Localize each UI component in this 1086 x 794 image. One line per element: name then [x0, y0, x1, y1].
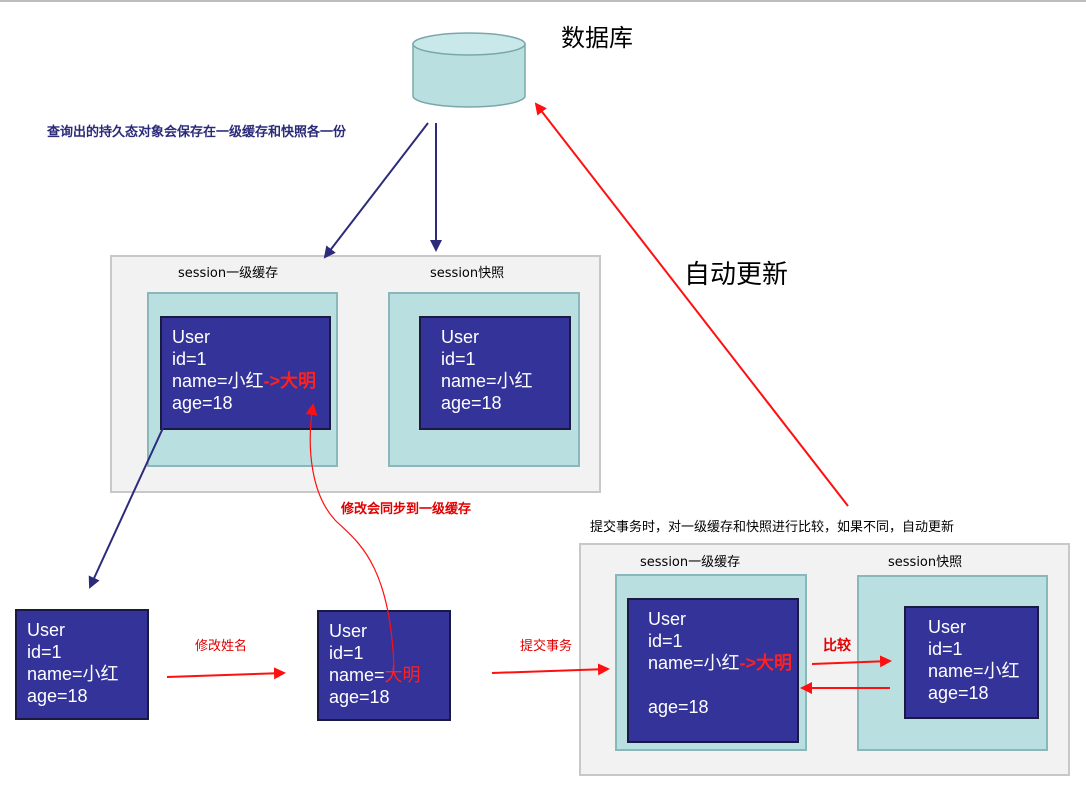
top-border-line	[0, 0, 1086, 2]
top-snapshot-label: session快照	[430, 266, 505, 281]
user-age: age=18	[172, 393, 233, 413]
flow-user-1-card: User id=1 name=小红 age=18	[15, 609, 149, 720]
rename-label: 修改姓名	[195, 639, 248, 654]
user-title: User	[329, 621, 368, 641]
user-age: age=18	[928, 683, 989, 703]
user-age: age=18	[648, 697, 709, 717]
user-id: id=1	[329, 643, 364, 663]
sync-curve-arrow	[305, 403, 395, 669]
query-arrow-to-cache	[323, 122, 429, 259]
bottom-cache-label: session一级缓存	[640, 555, 741, 570]
user-name: name=小红	[27, 664, 119, 684]
user-age: age=18	[441, 393, 502, 413]
rename-arrow	[166, 667, 286, 680]
top-snapshot-user-card: User id=1 name=小红 age=18	[419, 316, 571, 430]
user-name: name=小红	[928, 661, 1020, 681]
user-name: name=小红->大明	[172, 371, 317, 391]
user-name: name=小红->大明	[648, 653, 793, 673]
user-id: id=1	[441, 349, 476, 369]
user-title: User	[172, 327, 211, 347]
cache-to-flow-arrow	[88, 427, 164, 589]
name-change: ->大明	[263, 371, 317, 391]
bottom-snapshot-user-card: User id=1 name=小红 age=18	[904, 606, 1039, 719]
user-title: User	[27, 620, 66, 640]
commit-arrow	[491, 663, 610, 676]
name-change: ->大明	[739, 653, 793, 673]
compare-arrow-right	[811, 655, 892, 668]
top-cache-label: session一级缓存	[178, 266, 279, 281]
top-cache-user-card: User id=1 name=小红->大明 age=18	[160, 316, 331, 430]
bottom-cache-user-card: User id=1 name=小红->大明 age=18	[627, 598, 799, 743]
user-title: User	[928, 617, 967, 637]
query-note: 查询出的持久态对象会保存在一级缓存和快照各一份	[47, 125, 347, 140]
user-id: id=1	[27, 642, 62, 662]
commit-label: 提交事务	[520, 639, 573, 654]
database-label: 数据库	[561, 24, 633, 52]
user-name: name=小红	[441, 371, 533, 391]
user-id: id=1	[648, 631, 683, 651]
database-cylinder	[412, 32, 526, 108]
user-id: id=1	[172, 349, 207, 369]
flow-user-2-card: User id=1 name=大明 age=18	[317, 610, 451, 721]
user-age: age=18	[329, 687, 390, 707]
user-name: name=大明	[329, 665, 421, 685]
user-title: User	[648, 609, 687, 629]
user-title: User	[441, 327, 480, 347]
user-id: id=1	[928, 639, 963, 659]
user-age: age=18	[27, 686, 88, 706]
compare-label: 比较	[823, 638, 851, 654]
bottom-snapshot-label: session快照	[888, 555, 963, 570]
auto-update-arrow	[534, 102, 849, 507]
sync-note: 修改会同步到一级缓存	[341, 502, 472, 517]
name-new: 大明	[384, 665, 421, 685]
auto-update-label: 自动更新	[684, 260, 789, 290]
commit-note: 提交事务时，对一级缓存和快照进行比较，如果不同，自动更新	[590, 520, 955, 535]
